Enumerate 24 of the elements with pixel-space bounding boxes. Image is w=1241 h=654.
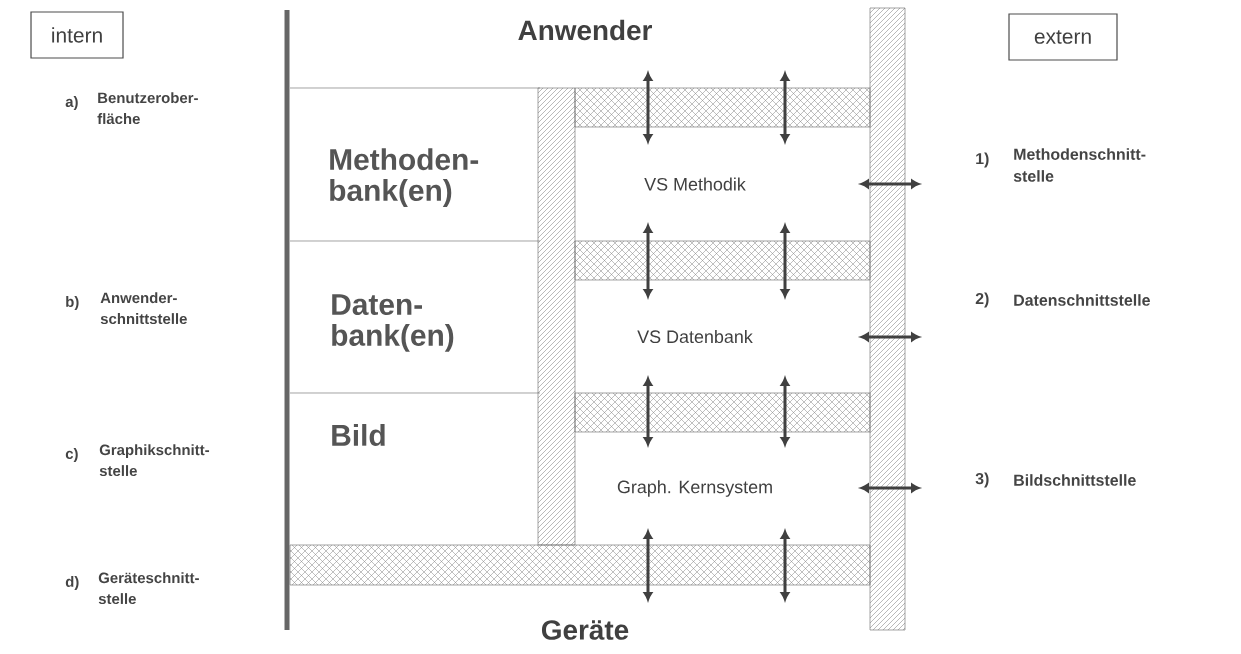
label-text: d)	[65, 576, 79, 590]
label-text: b)	[66, 296, 79, 310]
label-text: Graphikschnitt- stelle	[99, 444, 210, 477]
layer-text: Graph. Kernsystem	[617, 480, 772, 497]
label-text: Datenschnittstelle	[1014, 294, 1150, 306]
label-text: c)	[65, 448, 78, 462]
label-text: Methodenschnitt- stelle	[1013, 148, 1146, 182]
label-text: 1)	[976, 152, 989, 168]
layer-heading: Geräte	[541, 620, 629, 640]
label-box: intern	[30, 11, 124, 59]
label-text: Anwender- schnittstelle	[100, 292, 187, 325]
label-box: extern	[1008, 13, 1118, 61]
label-text: a)	[65, 96, 78, 110]
layer-heading: Methoden- bank(en)	[330, 148, 479, 207]
label-text: 2)	[975, 292, 989, 308]
label-text: Benutzerober- fläche	[97, 92, 198, 125]
label-text: Bildschnittstelle	[1014, 474, 1136, 486]
label-text: Geräteschnitt- stelle	[98, 572, 199, 605]
layer-heading: Bild	[332, 424, 385, 446]
layer-heading: Daten- bank(en)	[332, 294, 454, 352]
label-text: 3)	[975, 472, 989, 488]
layer-text: VS Methodik	[644, 177, 746, 191]
layer-heading: Anwender	[518, 19, 652, 41]
layer-text: VS Datenbank	[637, 329, 753, 344]
